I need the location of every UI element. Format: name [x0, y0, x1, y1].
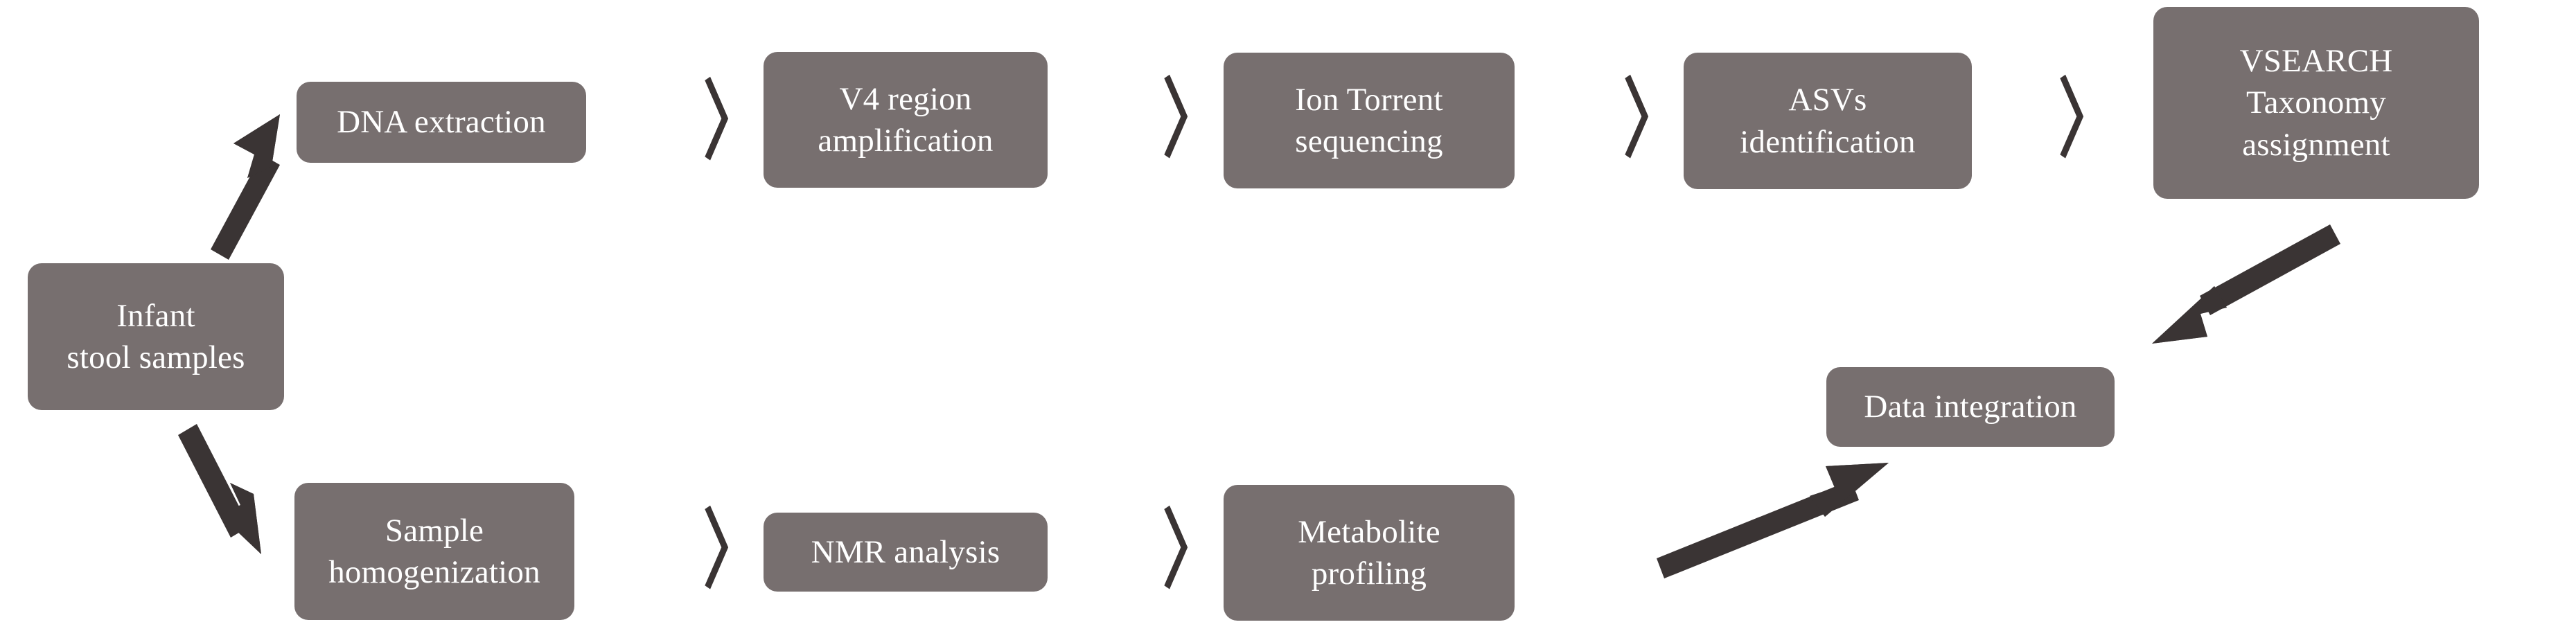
node-v4-region-amplification[interactable]: V4 region amplification — [764, 52, 1048, 188]
chevron-homogenization-to-nmr: 〉 — [703, 501, 762, 601]
chevron-dna-to-v4: 〉 — [703, 72, 762, 172]
arrow-stool-to-homogenization — [178, 424, 261, 554]
node-label: NMR analysis — [811, 533, 1000, 570]
chevron-iontorrent-to-asvs: 〉 — [1623, 70, 1682, 170]
node-label: Sample homogenization — [328, 512, 540, 590]
node-data-integration[interactable]: Data integration — [1826, 367, 2115, 447]
chevron-asvs-to-vsearch: 〉 — [2058, 70, 2117, 170]
chevron-v4-to-iontorrent: 〉 — [1162, 70, 1221, 170]
node-dna-extraction[interactable]: DNA extraction — [297, 82, 586, 163]
node-sample-homogenization[interactable]: Sample homogenization — [294, 483, 574, 620]
node-label: DNA extraction — [337, 104, 546, 141]
arrow-metabolite-to-data-integration — [1657, 463, 1889, 578]
arrow-vsearch-to-data-integration — [2152, 224, 2340, 344]
node-infant-stool-samples[interactable]: Infant stool samples — [28, 263, 284, 410]
node-ion-torrent-sequencing[interactable]: Ion Torrent sequencing — [1224, 53, 1515, 188]
node-label: Metabolite profiling — [1298, 513, 1440, 592]
chevron-nmr-to-metabolite: 〉 — [1162, 501, 1221, 601]
node-nmr-analysis[interactable]: NMR analysis — [764, 513, 1048, 592]
node-metabolite-profiling[interactable]: Metabolite profiling — [1224, 485, 1515, 621]
node-asvs-identification[interactable]: ASVs identification — [1684, 53, 1972, 189]
node-vsearch-taxonomy-assignment[interactable]: VSEARCH Taxonomy assignment — [2153, 7, 2479, 199]
arrow-stool-to-dna — [211, 114, 280, 260]
node-label: ASVs identification — [1740, 82, 1916, 160]
node-label: Ion Torrent sequencing — [1295, 81, 1443, 159]
node-label: Data integration — [1864, 389, 2077, 425]
node-label: VSEARCH Taxonomy assignment — [2239, 43, 2393, 163]
node-label: Infant stool samples — [67, 297, 245, 375]
node-label: V4 region amplification — [818, 80, 994, 159]
